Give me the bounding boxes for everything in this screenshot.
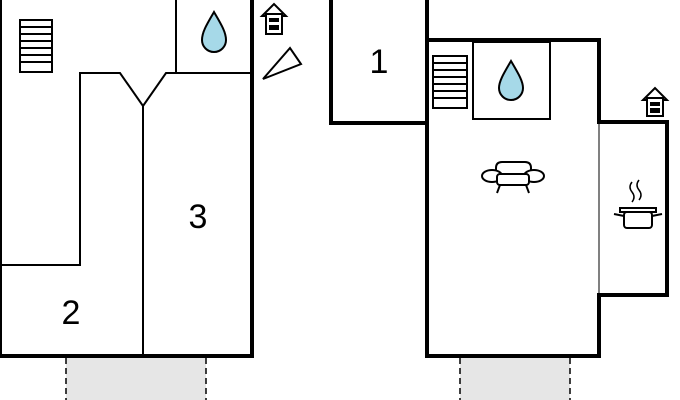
chimney-icon bbox=[259, 2, 289, 35]
water-drop-icon bbox=[200, 10, 228, 53]
cooking-pot-icon bbox=[613, 179, 663, 229]
compass-marker-icon bbox=[262, 46, 303, 80]
room-label-2: 2 bbox=[62, 294, 81, 332]
left-building: 3 2 bbox=[0, 0, 254, 400]
room-label-3: 3 bbox=[189, 198, 208, 236]
terrace-left bbox=[65, 358, 207, 400]
water-drop-icon bbox=[497, 59, 525, 101]
room-label-1: 1 bbox=[370, 43, 389, 81]
sofa-icon bbox=[481, 161, 545, 194]
stairs-icon bbox=[19, 19, 53, 73]
bathroom-box bbox=[472, 41, 551, 120]
left-building-outer-wall bbox=[0, 0, 254, 358]
chimney-icon bbox=[640, 86, 670, 117]
stairs-icon bbox=[432, 55, 468, 109]
main-block-wall bbox=[425, 38, 669, 358]
terrace-right bbox=[459, 358, 571, 400]
interior-partition bbox=[0, 72, 176, 266]
right-building: 1 bbox=[329, 0, 670, 400]
room-1-wall bbox=[329, 0, 427, 125]
